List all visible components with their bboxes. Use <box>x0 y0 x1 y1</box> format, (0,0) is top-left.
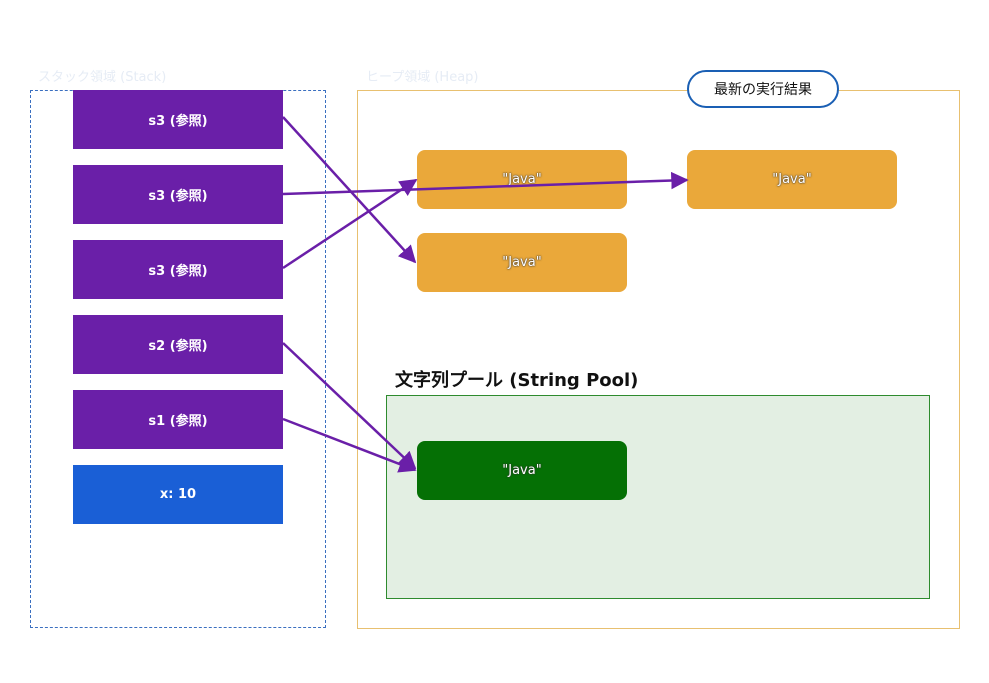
latest-result-badge: 最新の実行結果 <box>687 70 839 108</box>
arrow-s1-to-pool-java <box>282 417 417 473</box>
stack-item-s3-ref-3: s3 (参照) <box>73 240 283 299</box>
string-pool-region <box>386 395 930 599</box>
heap-region <box>357 90 960 629</box>
stack-item-s3-ref-1: s3 (参照) <box>73 90 283 149</box>
string-pool-title: 文字列プール (String Pool) <box>395 370 639 391</box>
pool-object-java: "Java" <box>417 441 627 500</box>
arrow-s3-1-to-heap-java-3 <box>282 116 417 264</box>
stack-item-s2-ref: s2 (参照) <box>73 315 283 374</box>
stack-item-s3-ref-2: s3 (参照) <box>73 165 283 224</box>
arrow-s2-to-pool-java <box>282 342 417 470</box>
arrow-s3-3-to-heap-java-1 <box>282 178 418 270</box>
stack-item-s1-ref: s1 (参照) <box>73 390 283 449</box>
heap-region-label: ヒープ領域 (Heap) <box>366 70 479 85</box>
heap-object-java-3: "Java" <box>417 233 627 292</box>
stack-region-label: スタック領域 (Stack) <box>38 70 167 85</box>
heap-object-java-1: "Java" <box>417 150 627 209</box>
stack-item-x-primitive: x: 10 <box>73 465 283 524</box>
arrow-s3-2-to-heap-java-2 <box>282 171 689 196</box>
heap-object-java-2: "Java" <box>687 150 897 209</box>
